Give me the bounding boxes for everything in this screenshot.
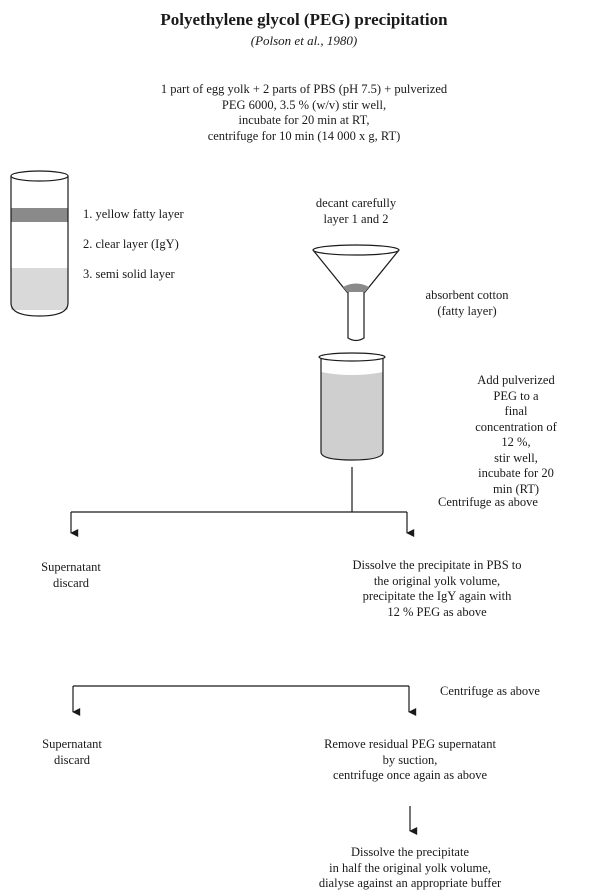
layer-label-semi-solid: 3. semi solid layer [83,267,175,281]
supernatant-discard-1: Supernatant discard [41,560,101,590]
layer-label-yellow-fatty: 1. yellow fatty layer [83,207,184,221]
cotton-plug [343,283,369,292]
tube-rim [10,170,69,182]
yellow-fatty-layer-band [11,208,68,222]
branch-connector-2 [72,685,417,716]
final-dissolve-dialyse-step: Dissolve the precipitate in half the ori… [318,845,502,890]
supernatant-discard-2: Supernatant discard [42,737,102,767]
centrifuge-tube [10,170,69,317]
decant-instruction: decant carefully layer 1 and 2 [315,196,397,226]
dissolve-reprecipitate-step: Dissolve the precipitate in PBS to the o… [352,558,522,619]
branch-connector-1 [70,467,415,537]
add-peg-step: Add pulverized PEG to a final concentrat… [475,373,557,496]
step-mix-centrifuge: 1 part of egg yolk + 2 parts of PBS (pH … [160,82,448,143]
funnel-stem [347,292,365,342]
semi-solid-layer-band [11,268,68,310]
beaker-rim [318,352,386,362]
beaker-liquid [321,372,383,460]
funnel-with-cotton [312,244,400,342]
centrifuge-label-2: Centrifuge as above [440,684,540,698]
centrifuge-label-1: Centrifuge as above [438,495,538,509]
diagram-title: Polyethylene glycol (PEG) precipitation [160,10,448,29]
remove-peg-step: Remove residual PEG supernatant by sucti… [324,737,496,782]
absorbent-cotton-label: absorbent cotton (fatty layer) [425,288,509,318]
beaker [318,352,386,461]
citation: (Polson et al., 1980) [250,33,358,48]
layer-label-clear: 2. clear layer (IgY) [83,237,179,251]
